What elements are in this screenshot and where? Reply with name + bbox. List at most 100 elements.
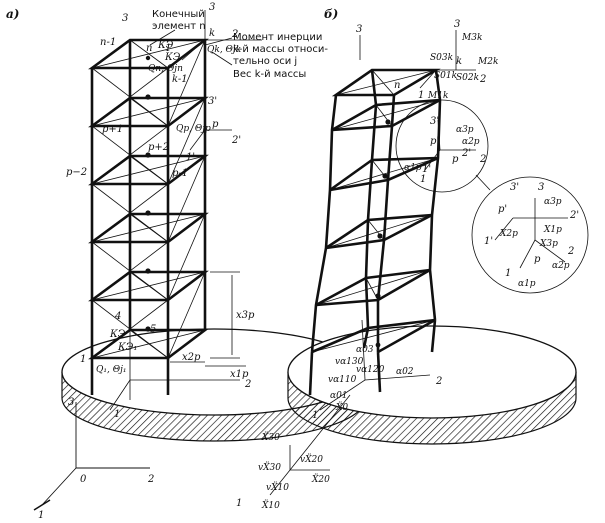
global-axis-2: 2 <box>147 474 154 485</box>
base-axis-2: 2 <box>244 379 251 390</box>
b-alpha3p: α3p <box>456 125 474 135</box>
zoom-3p: 3' <box>510 182 519 193</box>
callout-moment-2: k-й массы относи- <box>233 44 328 55</box>
panel-a-labels: Конечный элемент n Момент инерции k-й ма… <box>66 2 328 420</box>
zoom-pp: p' <box>498 204 507 215</box>
node-n1: n-1 <box>100 37 116 48</box>
b-axis1: 1 <box>420 174 426 185</box>
node-pm1: p-1 <box>172 168 188 179</box>
b-g1b: 1 <box>236 498 242 509</box>
b-axis2: 2 <box>479 74 486 85</box>
node-k1: k-1 <box>172 74 188 85</box>
panel-b-labels: 3 3 M3k S03k k M2k S01k S02k 2 n M1k 1 3… <box>236 19 579 511</box>
node-5: 5 <box>150 324 156 335</box>
node-p: p <box>212 119 219 130</box>
dim-x1p: x1p <box>230 369 249 380</box>
b-m1k: M1k <box>427 91 448 101</box>
dim-x3p: x3p <box>236 310 255 321</box>
panel-b-nodes <box>375 119 391 348</box>
b-x0: Ẍ0 <box>335 401 348 413</box>
axis3-top-left: 3 <box>122 13 128 24</box>
node-pm2: p−2 <box>66 167 87 178</box>
b-node-p: p <box>452 154 459 165</box>
b-axis1-top: 1 <box>418 90 424 101</box>
b-a01: α01 <box>330 391 348 401</box>
ke-top: КЭ <box>157 40 174 51</box>
callout-finite-element-1: Конечный <box>152 9 205 20</box>
base-axis-1: 1 <box>114 409 120 420</box>
b-node-pp: p' <box>430 136 439 147</box>
zoom-a3: α3p <box>544 197 562 207</box>
zoom-a1: α1p <box>518 279 536 289</box>
ke1: КЭ₁ <box>117 342 137 353</box>
node-k: k <box>209 28 215 39</box>
dim-x2p: x2p <box>182 352 201 363</box>
b-m3k: M3k <box>461 33 482 43</box>
zoom-a2: α2p <box>552 261 570 271</box>
q-k: Qk, Θjk <box>207 45 241 55</box>
b-x30: Ẍ30 <box>261 431 280 443</box>
q-p: Qp, Θjp <box>176 124 211 134</box>
axis-1-top: 1 <box>165 43 171 54</box>
callout-mass-weight: Вес k-й массы <box>233 69 306 80</box>
panel-b-bracing <box>269 30 589 496</box>
callout-finite-element-2: элемент n <box>152 21 206 32</box>
panel-a-global-axis-labels: 0 2 1 3 <box>38 397 154 521</box>
panel-a-tag: а) <box>6 7 19 21</box>
b-va120: vα120 <box>356 365 385 375</box>
b-axis1p: 1' <box>422 164 431 175</box>
b-s01k: S01k <box>434 71 457 81</box>
panel-a-global-axes <box>33 402 150 511</box>
b-axis2p: 2' <box>461 148 471 159</box>
callout-moment-3: тельно оси j <box>233 56 297 67</box>
panel-a-nodes <box>145 55 151 332</box>
zoom-3: 3 <box>538 182 544 193</box>
b-x20: Ẍ20 <box>311 473 330 485</box>
b-va130: vα130 <box>335 357 364 367</box>
q-n: Qn, Θjn <box>148 64 183 74</box>
ke-top-2: КЭ <box>164 52 181 63</box>
b-x10: Ẍ10 <box>261 499 280 511</box>
b-s03k: S03k <box>430 53 453 63</box>
origin-label: 0 <box>80 474 87 485</box>
q-1: Q₁, Θj₁ <box>96 365 127 375</box>
b-m2k: M2k <box>477 57 498 67</box>
axis1p: 1' <box>186 152 195 163</box>
b-node-k: k <box>456 56 462 67</box>
b-s02k: S02k <box>456 73 479 83</box>
node-n: n <box>146 43 152 54</box>
zoom-x1: X1p <box>543 225 562 235</box>
b-axis3-k: 3 <box>454 19 460 30</box>
axis-2-top: 2 <box>231 29 238 40</box>
panel-a-bracing <box>91 10 262 411</box>
zoom-p: p <box>534 254 541 265</box>
node-p2: p+2 <box>148 142 169 153</box>
node-1: 1 <box>80 354 86 365</box>
b-axis3-top: 3 <box>356 24 362 35</box>
b-axis2-p: 2 <box>479 154 486 165</box>
axis2p: 2' <box>231 135 241 146</box>
zoom-x2: X2p <box>499 229 518 239</box>
b-node-n: n <box>394 80 400 91</box>
zoom-1p: 1' <box>484 236 493 247</box>
panel-b-tag: б) <box>324 7 338 21</box>
axis3p: 3' <box>208 96 217 107</box>
b-alpha2p: α2p <box>462 137 480 147</box>
b-va110: vα110 <box>328 375 357 385</box>
b-a03: α03 <box>356 345 374 355</box>
panel-b-base <box>287 325 577 445</box>
b-axis3p: 3' <box>430 116 439 127</box>
b-a02: α02 <box>396 367 414 377</box>
global-axis-3: 3 <box>68 397 74 408</box>
b-g1: 1 <box>312 410 318 421</box>
zoom-x3: X3p <box>539 239 558 249</box>
zoom-2p: 2' <box>569 210 579 221</box>
node-4: 4 <box>114 311 121 322</box>
zoom-1: 1 <box>505 268 511 279</box>
global-axis-1: 1 <box>38 510 44 521</box>
node-p1: p+1 <box>102 124 123 135</box>
b-vx30: vẌ30 <box>258 461 281 473</box>
b-alpha1p: α1p <box>404 163 422 173</box>
b-vx10: vẌ10 <box>266 481 289 493</box>
